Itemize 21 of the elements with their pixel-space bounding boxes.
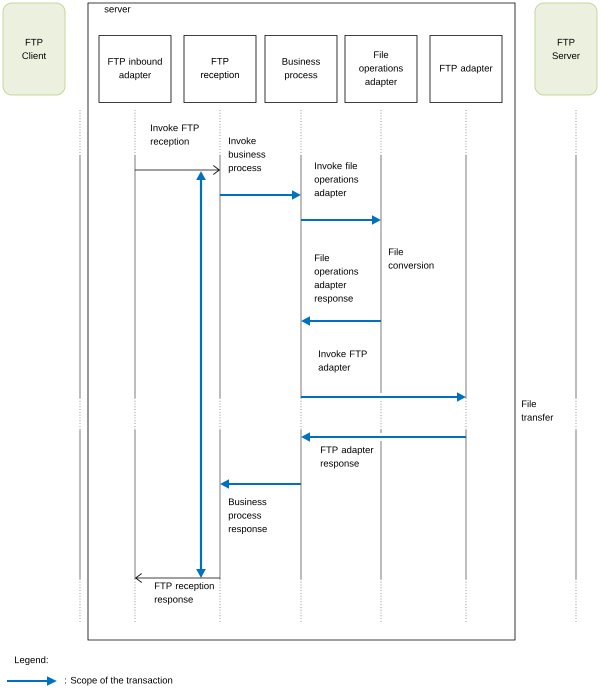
component-box: FTP reception: [184, 35, 256, 103]
message-arrow: [134, 165, 220, 175]
note-label: Legend:: [14, 656, 48, 666]
note-label: File transfer: [521, 400, 554, 421]
actor-box: FTP Server: [534, 2, 598, 96]
edge-label: Invoke FTP adapter: [318, 350, 367, 373]
component-box: FTP inbound adapter: [98, 35, 172, 103]
message-arrow: [135, 573, 220, 583]
component-box: File operations adapter: [344, 35, 418, 103]
edge-label: Business process response: [228, 498, 267, 534]
edge-label: Invoke business process: [228, 137, 266, 174]
actor-box: FTP Client: [2, 2, 66, 96]
component-box: FTP adapter: [430, 35, 502, 103]
edge-label: FTP reception response: [154, 582, 214, 605]
edge-label: Invoke FTP reception: [150, 124, 199, 147]
legend-text: : Scope of the transaction: [65, 676, 172, 686]
edge-label: FTP adapter response: [320, 446, 374, 469]
note-label: File conversion: [388, 248, 434, 269]
edge-label: File operations adapter response: [314, 254, 358, 304]
component-box: Business process: [264, 35, 338, 103]
edge-label: Invoke file operations adapter: [314, 162, 358, 198]
